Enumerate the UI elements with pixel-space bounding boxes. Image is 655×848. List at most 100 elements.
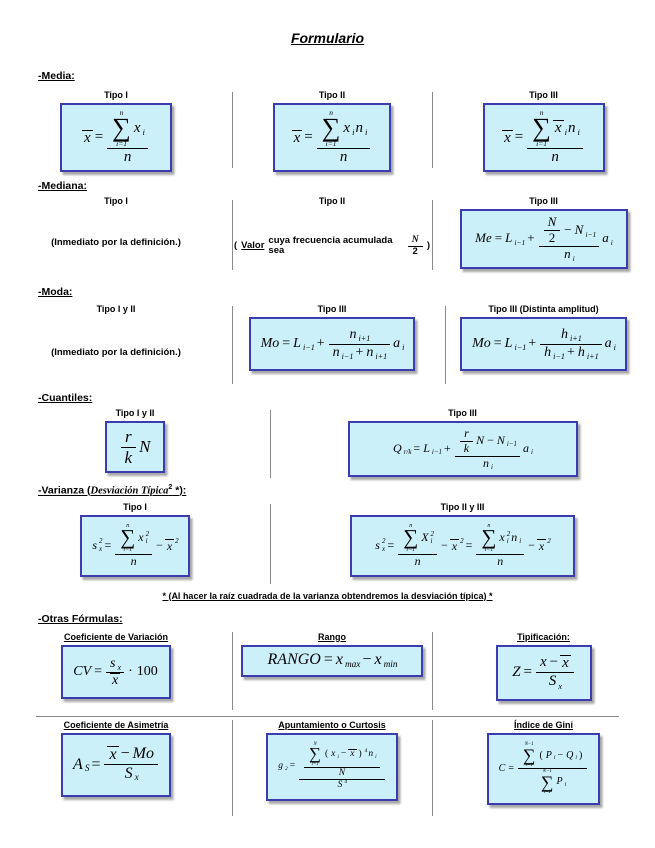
formula-box-tipificacion: Z=x−xS​x xyxy=(495,644,592,701)
column-divider xyxy=(432,92,433,168)
tipo-label: Tipo III (Distinta amplitud) xyxy=(488,304,599,315)
indice-gini-label: Índice de Gini xyxy=(513,719,573,730)
section-label-otras: -Otras Fórmulas: xyxy=(38,612,123,625)
column-divider xyxy=(232,631,233,710)
formula-box-media-tipo1: x=n∑i=1x​in xyxy=(60,103,172,173)
column-divider xyxy=(432,200,433,271)
tipo-label: Tipo II xyxy=(318,90,346,100)
section-label-mediana: -Mediana: xyxy=(38,180,88,193)
coef-variacion-formula: CV=s​xx·100 xyxy=(73,655,158,689)
column-divider xyxy=(270,503,271,584)
curtosis-col: Apuntamiento o Curtosis g​2=N∑i=1(x​i−x)… xyxy=(232,720,432,818)
tipo-label: Tipo III xyxy=(529,196,558,207)
tipo-label: Tipo I xyxy=(104,90,128,100)
formula-box-media-tipo3: x=n∑i=1x​in​in xyxy=(482,103,605,173)
moda-tipo3-formula: Mo=L​i−1+n​i+1n​i−1+n​i+1a​i xyxy=(260,326,405,362)
media-tipo1-col: Tipo I x=n∑i=1x​in xyxy=(0,90,232,173)
varianza-label-pre: -Varianza ( xyxy=(38,484,91,497)
formula-box-media-tipo2: x=n∑i=1x​in​in xyxy=(273,103,391,173)
varianza-tipo23-col: Tipo II y III s2x=n∑i=1X2in−x2​=n∑i=1x2i… xyxy=(270,502,655,584)
media-tipo1-formula: x=n∑i=1x​in xyxy=(82,108,150,166)
formula-box-rango: RANGO=x​max−x​min xyxy=(241,644,423,677)
indice-gini-col: Índice de Gini C=N−1∑i=1(P​i−Q​i)N−1∑i=1… xyxy=(432,720,655,818)
mediana-tipo3-col: Tipo III Me=L​i−1+N2−N​i−1n​ia​i xyxy=(432,196,655,280)
tipo-label: Tipo I y II xyxy=(96,304,136,315)
column-divider xyxy=(232,719,233,816)
moda-tipo3-distinta-formula: Mo=L​i−1+h​i+1h​i−1+h​i+1a​i xyxy=(472,326,616,362)
section-label-media: -Media: xyxy=(38,70,75,82)
formula-box-coef-asimetria: A​S=x−MoS​x xyxy=(61,732,171,797)
media-row: Tipo I x=n∑i=1x​in Tipo II x=n∑i=1x​in​i… xyxy=(0,90,655,173)
column-divider xyxy=(270,410,271,479)
media-tipo2-col: Tipo II x=n∑i=1x​in​in xyxy=(232,90,432,173)
moda-tipo3-col: Tipo III Mo=L​i−1+n​i+1n​i−1+n​i+1a​i xyxy=(232,304,432,388)
formula-box-indice-gini: C=N−1∑i=1(P​i−Q​i)N−1∑i=1P​i xyxy=(486,732,601,805)
varianza-label-name: Desviación Típica xyxy=(90,485,169,497)
coef-asimetria-label: Coeficiente de Asimetría xyxy=(63,719,169,730)
coef-asimetria-col: Coeficiente de Asimetría A​S=x−MoS​x xyxy=(0,720,232,818)
tipo-label: Tipo III xyxy=(529,90,558,100)
formula-box-moda-tipo3: Mo=L​i−1+n​i+1n​i−1+n​i+1a​i xyxy=(248,317,416,372)
mediana-tipo1-col: Tipo I (Inmediato por la definición.) xyxy=(0,196,232,280)
media-tipo2-formula: x=n∑i=1x​in​in xyxy=(291,108,373,166)
mediana-tipo2-col: Tipo II (Valor cuya frecuencia acumulada… xyxy=(232,196,432,280)
tipo-label: Tipo I xyxy=(104,196,128,207)
varianza-label-post: ): xyxy=(179,484,187,497)
otras-row1: Coeficiente de Variación CV=s​xx·100 Ran… xyxy=(0,631,655,712)
mediana-row: Tipo I (Inmediato por la definición.) Ti… xyxy=(0,196,655,280)
media-tipo3-col: Tipo III x=n∑i=1x​in​in xyxy=(432,90,655,173)
coef-variacion-label: Coeficiente de Variación xyxy=(63,631,169,642)
section-label-cuantiles: -Cuantiles: xyxy=(38,392,93,405)
indice-gini-formula: C=N−1∑i=1(P​i−Q​i)N−1∑i=1P​i xyxy=(498,742,590,795)
page-title: Formulario xyxy=(290,30,365,46)
varianza-label-sup: 2 xyxy=(168,484,173,492)
row-divider-line xyxy=(36,715,619,717)
tipificacion-col: Tipificación: Z=x−xS​x xyxy=(432,632,655,712)
moda-row: Tipo I y II (Inmediato por la definición… xyxy=(0,304,655,388)
tipificacion-formula: Z=x−xS​x xyxy=(511,654,576,691)
cuantiles-tipo3-col: Tipo III Q​r/k=L​i−1+rkN−N​i−1n​ia​i xyxy=(270,408,655,480)
media-tipo3-formula: x=n∑i=1x​in​in xyxy=(502,108,585,166)
formula-box-mediana-tipo3: Me=L​i−1+N2−N​i−1n​ia​i xyxy=(459,209,628,269)
coef-asimetria-formula: A​S=x−MoS​x xyxy=(72,745,160,784)
formula-box-cuantiles-tipo3: Q​r/k=L​i−1+rkN−N​i−1n​ia​i xyxy=(347,421,578,478)
coef-variacion-col: Coeficiente de Variación CV=s​xx·100 xyxy=(0,632,232,712)
column-divider xyxy=(445,306,446,385)
column-divider xyxy=(432,719,433,816)
curtosis-label: Apuntamiento o Curtosis xyxy=(278,719,386,730)
section-label-varianza: -Varianza (Desviación Típica2 *): xyxy=(38,484,655,497)
tipo-label: Tipo II xyxy=(318,196,346,207)
rango-label: Rango xyxy=(318,631,346,642)
cuantiles-row: Tipo I y II rkN Tipo III Q​r/k=L​i−1+rkN… xyxy=(0,408,655,480)
column-divider xyxy=(232,200,233,271)
tipo-label: Tipo III xyxy=(317,304,347,315)
column-divider xyxy=(432,631,433,710)
tipo-label: Tipo I y II xyxy=(115,408,155,419)
mediana-tipo3-formula: Me=L​i−1+N2−N​i−1n​ia​i xyxy=(475,214,613,263)
column-divider xyxy=(232,306,233,385)
tipo-label: Tipo III xyxy=(448,408,477,419)
varianza-footnote: * (Al hacer la raíz cuadrada de la varia… xyxy=(162,590,493,601)
formula-box-moda-tipo3-distinta: Mo=L​i−1+h​i+1h​i−1+h​i+1a​i xyxy=(460,317,627,372)
tipo-label: Tipo I xyxy=(123,501,147,512)
mediana-tipo1-note: (Inmediato por la definición.) xyxy=(51,237,181,249)
moda-tipo12-note: (Inmediato por la definición.) xyxy=(51,347,181,359)
formula-box-coef-variacion: CV=s​xx·100 xyxy=(61,644,171,699)
varianza-label-star: * xyxy=(172,484,180,497)
otras-row2: Coeficiente de Asimetría A​S=x−MoS​x Apu… xyxy=(0,719,655,818)
section-label-moda: -Moda: xyxy=(38,286,73,299)
moda-tipo12-col: Tipo I y II (Inmediato por la definición… xyxy=(0,304,232,388)
moda-tipo3b-col: Tipo III (Distinta amplitud) Mo=L​i−1+h​… xyxy=(432,304,655,388)
